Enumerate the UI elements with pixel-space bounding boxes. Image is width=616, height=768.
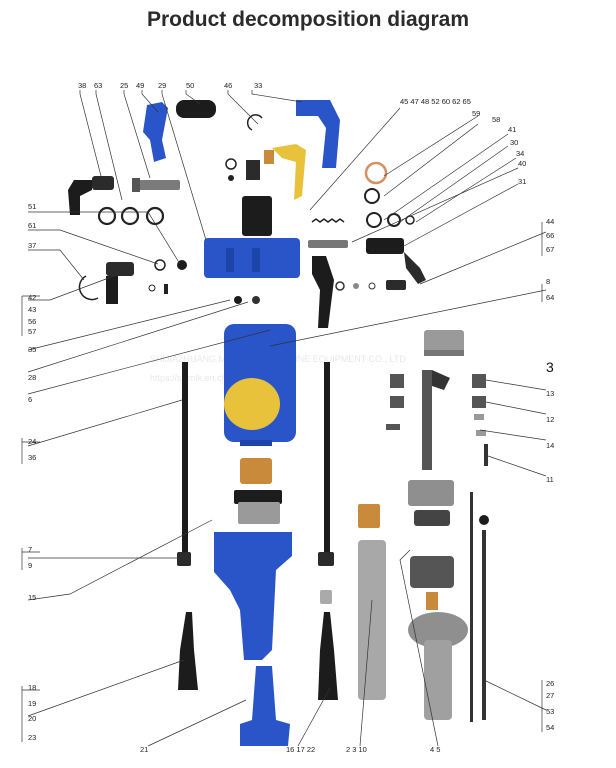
o-ring-3 <box>145 206 165 226</box>
rod-1 <box>470 492 473 722</box>
threaded-shaft-part <box>136 180 180 190</box>
callout-28: 28 <box>28 373 36 382</box>
long-bolt-left <box>182 362 188 552</box>
callout-14: 14 <box>546 441 554 450</box>
black-lever <box>312 256 334 328</box>
callout-7: 7 <box>28 545 32 554</box>
callout-67: 67 <box>546 245 554 254</box>
blue-latch <box>240 666 290 746</box>
black-cylinder-part <box>92 176 114 190</box>
o-ring-1 <box>97 206 117 226</box>
blue-handle-part <box>143 102 168 162</box>
callout-54: 54 <box>546 723 554 732</box>
steel-sleeve-top <box>424 330 464 356</box>
callout-66: 66 <box>546 231 554 240</box>
parts-group <box>68 100 489 746</box>
snap-ring <box>246 114 263 131</box>
callout-57: 57 <box>28 327 36 336</box>
black-spool <box>366 238 404 254</box>
front-chuck <box>408 612 468 648</box>
chuck <box>410 556 454 588</box>
callout-34: 34 <box>516 149 524 158</box>
callout-19: 19 <box>28 699 36 708</box>
callout-12: 12 <box>546 415 554 424</box>
callout-9: 9 <box>28 561 32 570</box>
callout-labels: 38 63 25 49 29 50 46 33 45 47 48 52 60 6… <box>28 81 554 754</box>
callout-46: 46 <box>224 81 232 90</box>
leader-lines <box>21 90 547 747</box>
callout-6: 6 <box>28 395 32 404</box>
callout-45-group: 45 47 48 52 60 62 65 <box>400 97 471 106</box>
rod-2 <box>482 530 486 720</box>
small-spring <box>311 218 345 223</box>
callout-20: 20 <box>28 714 36 723</box>
yellow-trigger-part <box>272 144 306 200</box>
callout-38: 38 <box>78 81 86 90</box>
callout-15: 15 <box>28 593 36 602</box>
spring-left <box>178 612 198 690</box>
left-clip <box>78 275 99 301</box>
steel-collar <box>238 502 280 524</box>
callout-11: 11 <box>546 475 554 484</box>
callout-23: 23 <box>28 733 36 742</box>
callout-63: 63 <box>94 81 102 90</box>
black-elbow-part <box>68 180 92 215</box>
callout-44: 44 <box>546 217 554 226</box>
rifle-nut <box>408 480 454 506</box>
rifle-bar <box>422 370 432 470</box>
callout-53: 53 <box>546 707 554 716</box>
callout-64: 64 <box>546 293 554 302</box>
callout-30: 30 <box>510 138 518 147</box>
o-ring-2 <box>120 206 140 226</box>
callout-56: 56 <box>28 317 36 326</box>
bronze-bushing <box>240 458 272 484</box>
blue-lever-part <box>296 100 340 168</box>
callout-36: 36 <box>28 453 36 462</box>
callout-59: 59 <box>472 109 480 118</box>
callout-41: 41 <box>508 125 516 134</box>
long-bolt-right <box>324 362 330 552</box>
watermark-url: https://sjzmlk.en.china.cn/ <box>150 373 254 383</box>
callout-2-3-10: 2 3 10 <box>346 745 367 754</box>
callout-35: 35 <box>28 345 36 354</box>
callout-61: 61 <box>28 221 36 230</box>
callout-18: 18 <box>28 683 36 692</box>
callout-27: 27 <box>546 691 554 700</box>
callout-24: 24 <box>28 437 36 446</box>
callout-50: 50 <box>186 81 194 90</box>
callout-13: 13 <box>546 389 554 398</box>
callout-26: 26 <box>546 679 554 688</box>
callout-40: 40 <box>518 159 526 168</box>
callout-51: 51 <box>28 202 36 211</box>
callout-16-17-22: 16 17 22 <box>286 745 315 754</box>
valve-stem <box>308 240 348 248</box>
callout-49: 49 <box>136 81 144 90</box>
spring-right <box>318 612 338 700</box>
callout-43: 43 <box>28 305 36 314</box>
callout-8: 8 <box>546 277 550 286</box>
callout-29: 29 <box>158 81 166 90</box>
big-label-3: 3 <box>546 359 554 375</box>
shank <box>358 540 386 700</box>
copper-ring <box>364 161 388 185</box>
valve-body-part <box>242 196 272 236</box>
callout-31: 31 <box>518 177 526 186</box>
callout-58: 58 <box>492 115 500 124</box>
callout-21: 21 <box>140 745 148 754</box>
callout-25: 25 <box>120 81 128 90</box>
bellows-part <box>176 100 216 118</box>
callout-4-5: 4 5 <box>430 745 440 754</box>
yellow-cover <box>224 378 280 430</box>
callout-37: 37 <box>28 241 36 250</box>
diagram-title: Product decomposition diagram <box>146 8 470 31</box>
callout-42: 42 <box>28 293 36 302</box>
callout-33: 33 <box>254 81 262 90</box>
blue-front-head <box>214 532 292 660</box>
brass-fitting <box>358 504 380 528</box>
